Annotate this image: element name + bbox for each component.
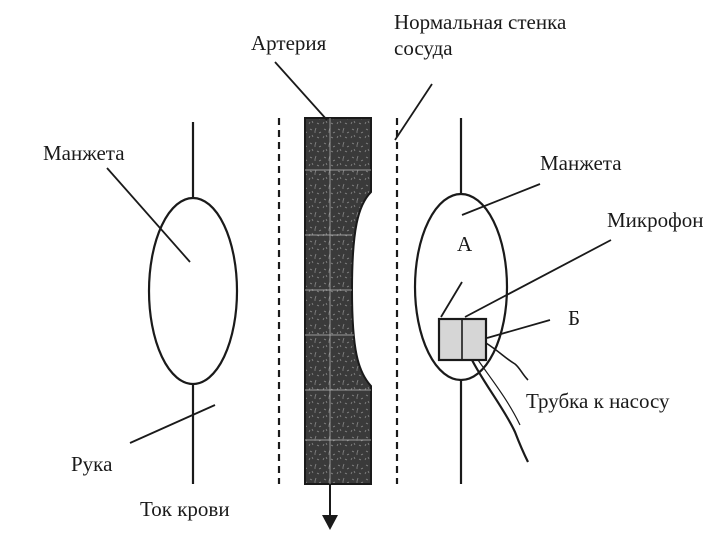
label-point-b: Б (568, 306, 581, 330)
label-tube-to-pump: Трубка к насосу (526, 389, 670, 413)
right-cuff-assembly (413, 118, 612, 484)
left-cuff-leader (106, 167, 191, 263)
artery-block (274, 61, 372, 530)
label-cuff-right: Манжета (540, 151, 622, 175)
microphone-leader (464, 239, 612, 318)
point-b-leader (486, 319, 551, 339)
artery-leader (274, 61, 328, 121)
label-arm: Рука (71, 452, 113, 476)
right-cuff-leader (461, 183, 541, 216)
point-a-leader (440, 281, 463, 318)
normal-wall-leader (394, 83, 433, 141)
label-microphone: Микрофон (607, 208, 704, 232)
label-normal-wall-line1: Нормальная стенка (394, 10, 567, 34)
label-blood-flow: Ток крови (140, 497, 230, 521)
label-cuff-left: Манжета (43, 141, 125, 165)
flow-arrow-head-icon (322, 515, 338, 530)
artery-grid (305, 118, 371, 484)
label-artery: Артерия (251, 31, 327, 55)
label-point-a: А (457, 232, 473, 256)
microphone-cable (485, 342, 529, 381)
artery-vessel (304, 117, 372, 485)
left-cuff-ellipse (147, 196, 239, 386)
pump-tube-inner (477, 359, 521, 426)
arm-leader (129, 404, 216, 444)
pump-tube (471, 359, 529, 463)
left-cuff-assembly (106, 122, 239, 484)
label-normal-wall-line2: сосуда (394, 36, 453, 60)
